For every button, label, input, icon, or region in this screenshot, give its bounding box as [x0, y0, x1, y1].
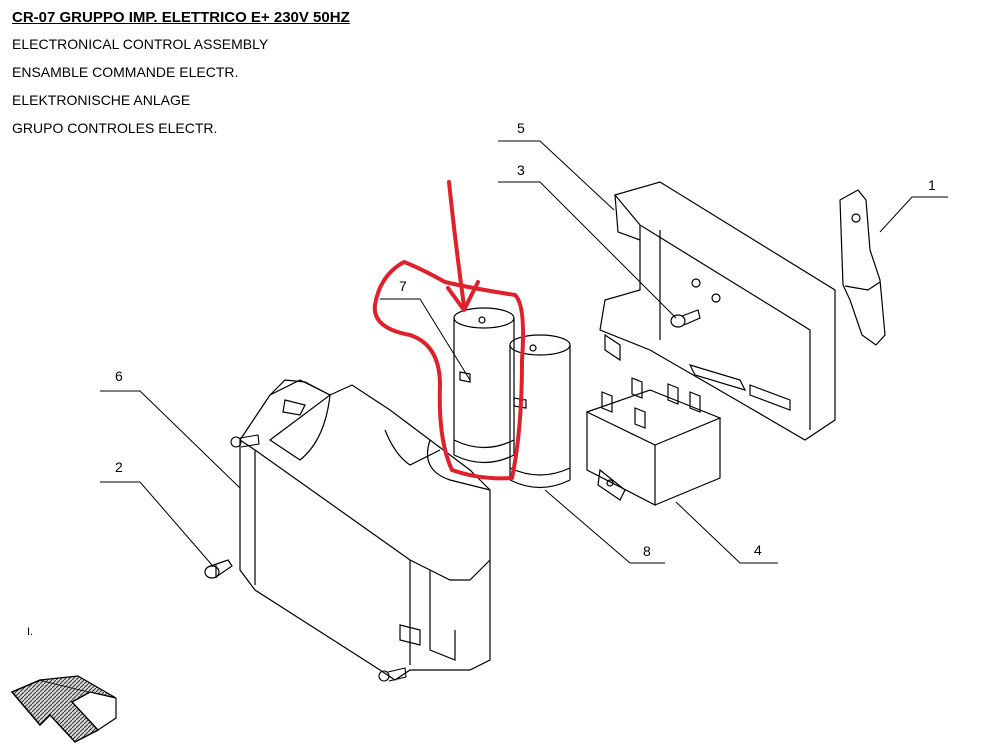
callout-2: 2: [115, 459, 123, 475]
leader-lines: [100, 140, 948, 566]
part-7-capacitor: [453, 307, 515, 464]
part-6-cover: [239, 379, 491, 681]
part-4-relay: [585, 377, 722, 506]
cover-screw-top: [230, 434, 260, 448]
part-1-lever: [839, 189, 886, 346]
subtitle-german: ELEKTRONISCHE ANLAGE: [12, 92, 191, 108]
part-3-screw: [670, 309, 701, 328]
callout-4: 4: [754, 542, 762, 558]
callout-3: 3: [517, 162, 525, 178]
subtitle-english: ELECTRONICAL CONTROL ASSEMBLY: [12, 36, 269, 52]
callout-7: 7: [399, 278, 407, 294]
callout-5: 5: [517, 120, 525, 136]
callout-6: 6: [115, 368, 123, 384]
page-title: CR-07 GRUPPO IMP. ELETTRICO E+ 230V 50HZ: [12, 9, 350, 26]
callout-8: 8: [643, 543, 651, 559]
title-block: CR-07 GRUPPO IMP. ELETTRICO E+ 230V 50HZ…: [12, 6, 350, 142]
callout-1: 1: [928, 177, 936, 193]
cover-screw-bottom: [378, 667, 407, 682]
part-5-housing: [599, 181, 836, 441]
orientation-arrow-icon: [10, 675, 117, 743]
subtitle-spanish: GRUPO CONTROLES ELECTR.: [12, 120, 218, 136]
highlight-outline: [372, 260, 526, 481]
corner-mark: I.: [27, 626, 34, 638]
highlight-arrow: [446, 180, 480, 312]
part-2-screw: [204, 559, 233, 579]
subtitle-french: ENSAMBLE COMMANDE ELECTR.: [12, 64, 239, 80]
